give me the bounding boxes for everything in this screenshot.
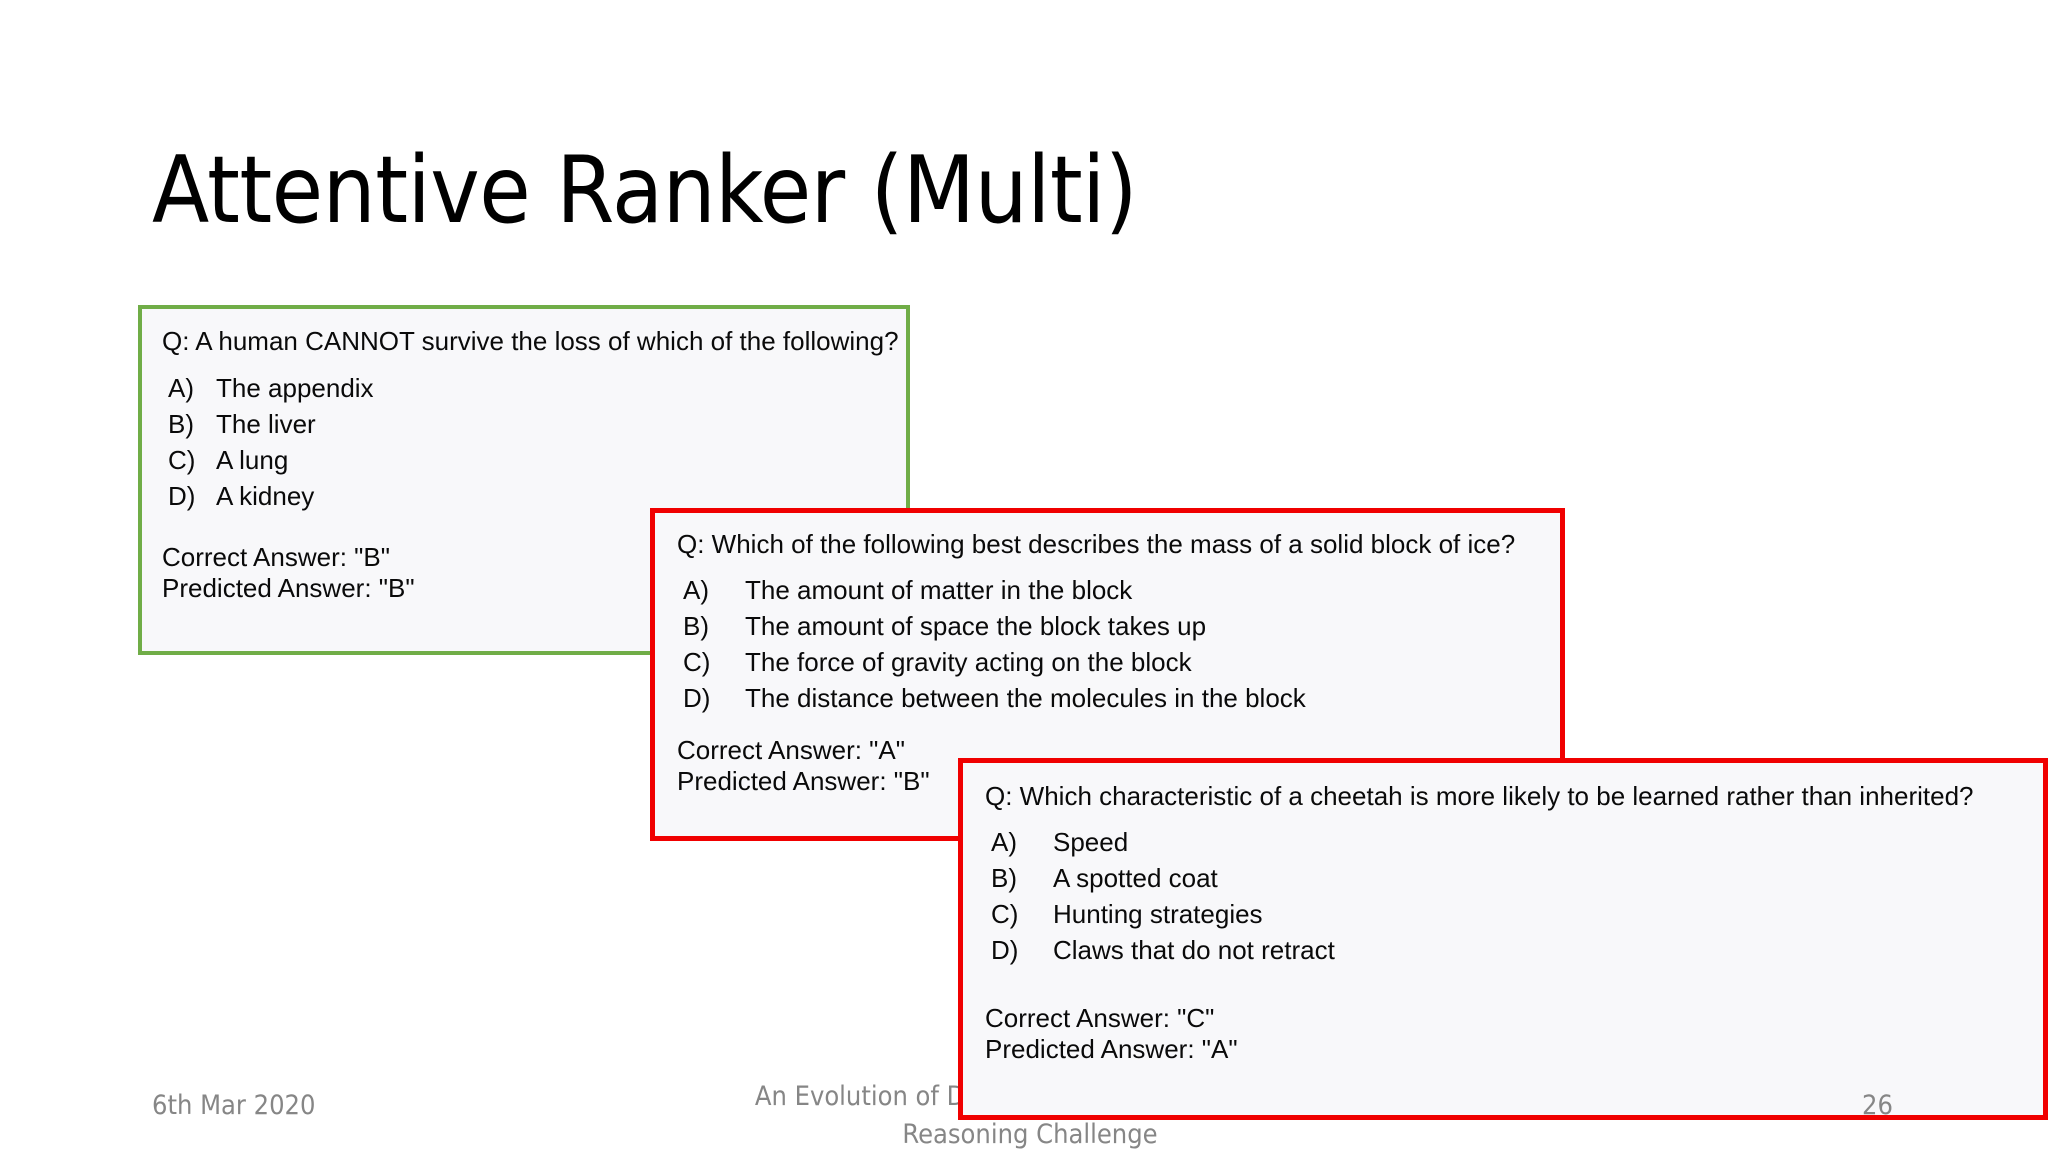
slide-page-number: 26 bbox=[1862, 1090, 1893, 1121]
option-letter: C) bbox=[683, 647, 711, 677]
option-row-c[interactable]: C) A lung bbox=[168, 445, 374, 481]
option-list: A) The appendix B) The liver C) A lung D… bbox=[168, 373, 374, 517]
correct-answer-label: Correct Answer: "B" bbox=[162, 542, 390, 572]
question-card-1[interactable]: Q: A human CANNOT survive the loss of wh… bbox=[138, 305, 910, 655]
question-card-2-body: Q: Which of the following best describes… bbox=[655, 513, 1560, 836]
footer-date: 6th Mar 2020 bbox=[152, 1090, 316, 1121]
option-row-c[interactable]: C) Hunting strategies bbox=[991, 899, 1335, 935]
option-letter: D) bbox=[168, 481, 196, 511]
option-letter: B) bbox=[168, 409, 194, 439]
option-row-d[interactable]: D) A kidney bbox=[168, 481, 374, 517]
option-row-c[interactable]: C) The force of gravity acting on the bl… bbox=[683, 647, 1306, 683]
question-card-3[interactable]: Q: Which characteristic of a cheetah is … bbox=[958, 758, 2048, 1120]
option-letter: B) bbox=[683, 611, 709, 641]
option-list: A) The amount of matter in the block B) … bbox=[683, 575, 1306, 719]
page-title: Attentive Ranker (Multi) bbox=[152, 136, 1138, 245]
option-letter: A) bbox=[991, 827, 1017, 857]
option-row-a[interactable]: A) The appendix bbox=[168, 373, 374, 409]
option-row-d[interactable]: D) Claws that do not retract bbox=[991, 935, 1335, 971]
option-row-b[interactable]: B) The amount of space the block takes u… bbox=[683, 611, 1306, 647]
option-letter: D) bbox=[683, 683, 711, 713]
option-text: A kidney bbox=[216, 481, 315, 511]
question-text: Q: Which of the following best describes… bbox=[677, 529, 1516, 559]
correct-answer-label: Correct Answer: "A" bbox=[677, 735, 905, 765]
predicted-answer-label: Predicted Answer: "B" bbox=[162, 573, 415, 603]
question-card-1-body: Q: A human CANNOT survive the loss of wh… bbox=[142, 309, 906, 651]
option-letter: B) bbox=[991, 863, 1017, 893]
question-text: Q: Which characteristic of a cheetah is … bbox=[985, 781, 1974, 811]
option-list: A) Speed B) A spotted coat C) Hunting st… bbox=[991, 827, 1335, 971]
question-card-3-body: Q: Which characteristic of a cheetah is … bbox=[963, 763, 2043, 1115]
option-text: The distance between the molecules in th… bbox=[745, 683, 1306, 713]
option-letter: C) bbox=[168, 445, 196, 475]
option-text: Speed bbox=[1053, 827, 1129, 857]
option-text: Hunting strategies bbox=[1053, 899, 1263, 929]
option-row-a[interactable]: A) Speed bbox=[991, 827, 1335, 863]
option-letter: D) bbox=[991, 935, 1019, 965]
predicted-answer-label: Predicted Answer: "A" bbox=[985, 1034, 1238, 1064]
option-text: A lung bbox=[216, 445, 289, 475]
answer-block: Correct Answer: "C" Predicted Answer: "A… bbox=[985, 1003, 1238, 1065]
option-letter: A) bbox=[168, 373, 194, 403]
option-letter: A) bbox=[683, 575, 709, 605]
option-row-a[interactable]: A) The amount of matter in the block bbox=[683, 575, 1306, 611]
option-text: A spotted coat bbox=[1053, 863, 1218, 893]
answer-block: Correct Answer: "A" Predicted Answer: "B… bbox=[677, 735, 930, 797]
question-text: Q: A human CANNOT survive the loss of wh… bbox=[162, 326, 899, 356]
option-text: The amount of matter in the block bbox=[745, 575, 1133, 605]
option-text: Claws that do not retract bbox=[1053, 935, 1335, 965]
option-text: The appendix bbox=[216, 373, 374, 403]
predicted-answer-label: Predicted Answer: "B" bbox=[677, 766, 930, 796]
option-row-b[interactable]: B) The liver bbox=[168, 409, 374, 445]
option-letter: C) bbox=[991, 899, 1019, 929]
option-text: The amount of space the block takes up bbox=[745, 611, 1207, 641]
option-text: The liver bbox=[216, 409, 316, 439]
option-row-b[interactable]: B) A spotted coat bbox=[991, 863, 1335, 899]
answer-block: Correct Answer: "B" Predicted Answer: "B… bbox=[162, 542, 415, 604]
correct-answer-label: Correct Answer: "C" bbox=[985, 1003, 1215, 1033]
option-text: The force of gravity acting on the block bbox=[745, 647, 1192, 677]
option-row-d[interactable]: D) The distance between the molecules in… bbox=[683, 683, 1306, 719]
